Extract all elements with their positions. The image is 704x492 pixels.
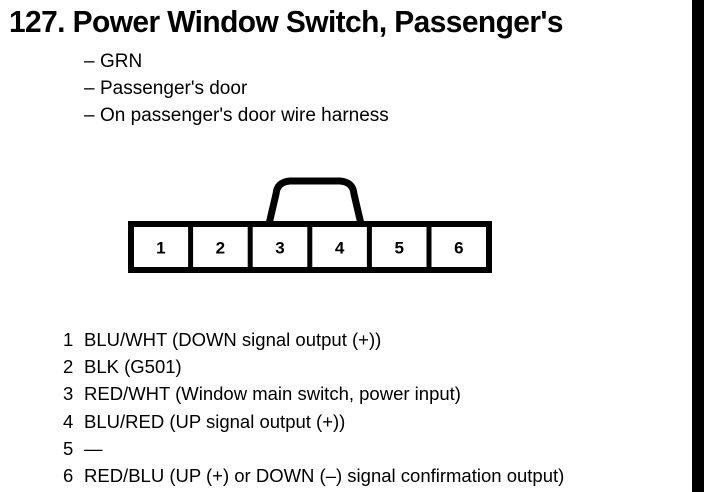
list-item: – Passenger's door [84, 75, 644, 102]
cavity-label-4: 4 [335, 239, 345, 258]
list-item: – GRN [84, 48, 644, 75]
pin-number: 6 [63, 465, 74, 487]
pin-description: BLU/RED (UP signal output (+)) [84, 410, 346, 432]
connector-diagram: 1 2 3 4 5 6 [128, 176, 492, 276]
pin-number: 4 [63, 410, 74, 432]
pin-number: 3 [63, 383, 74, 405]
pin-legend-row: 4 BLU/RED (UP signal output (+)) [63, 408, 683, 435]
note-list: – GRN – Passenger's door – On passenger'… [84, 48, 644, 129]
pin-description: — [84, 437, 103, 459]
pin-description: RED/BLU (UP (+) or DOWN (–) signal confi… [84, 465, 565, 487]
connector-svg: 1 2 3 4 5 6 [128, 177, 492, 273]
page-title: 127. Power Window Switch, Passenger's [9, 4, 564, 39]
pin-legend-row: 1 BLU/WHT (DOWN signal output (+)) [63, 326, 683, 353]
dash-marker-icon: – [84, 51, 95, 72]
list-item: – On passenger's door wire harness [84, 102, 644, 129]
pin-number: 1 [63, 329, 74, 350]
pin-number: 5 [63, 437, 74, 459]
cavity-label-3: 3 [275, 239, 284, 258]
pin-legend-row: 3 RED/WHT (Window main switch, power inp… [63, 380, 683, 407]
note-text: Passenger's door [100, 78, 248, 99]
pin-legend-row: 6 RED/BLU (UP (+) or DOWN (–) signal con… [63, 462, 683, 489]
cavity-label-2: 2 [216, 239, 225, 258]
locking-tab-icon [265, 177, 365, 225]
pin-legend-list: 1 BLU/WHT (DOWN signal output (+)) 2 BLK… [63, 326, 683, 489]
pin-description: RED/WHT (Window main switch, power input… [84, 383, 461, 405]
cavity-dividers [188, 224, 432, 270]
pin-legend-row: 2 BLK (G501) [63, 353, 683, 380]
note-text: On passenger's door wire harness [100, 105, 389, 126]
cavity-label-6: 6 [454, 239, 463, 258]
note-text: GRN [100, 51, 143, 72]
page-margin-bar [692, 0, 704, 492]
dash-marker-icon: – [84, 78, 95, 99]
pin-description: BLU/WHT (DOWN signal output (+)) [84, 329, 382, 350]
cavity-label-1: 1 [156, 239, 165, 258]
pin-number: 2 [63, 356, 74, 378]
pin-description: BLK (G501) [84, 356, 182, 378]
cavity-label-5: 5 [394, 239, 403, 258]
pin-legend-row: 5 — [63, 435, 683, 462]
dash-marker-icon: – [84, 105, 95, 126]
